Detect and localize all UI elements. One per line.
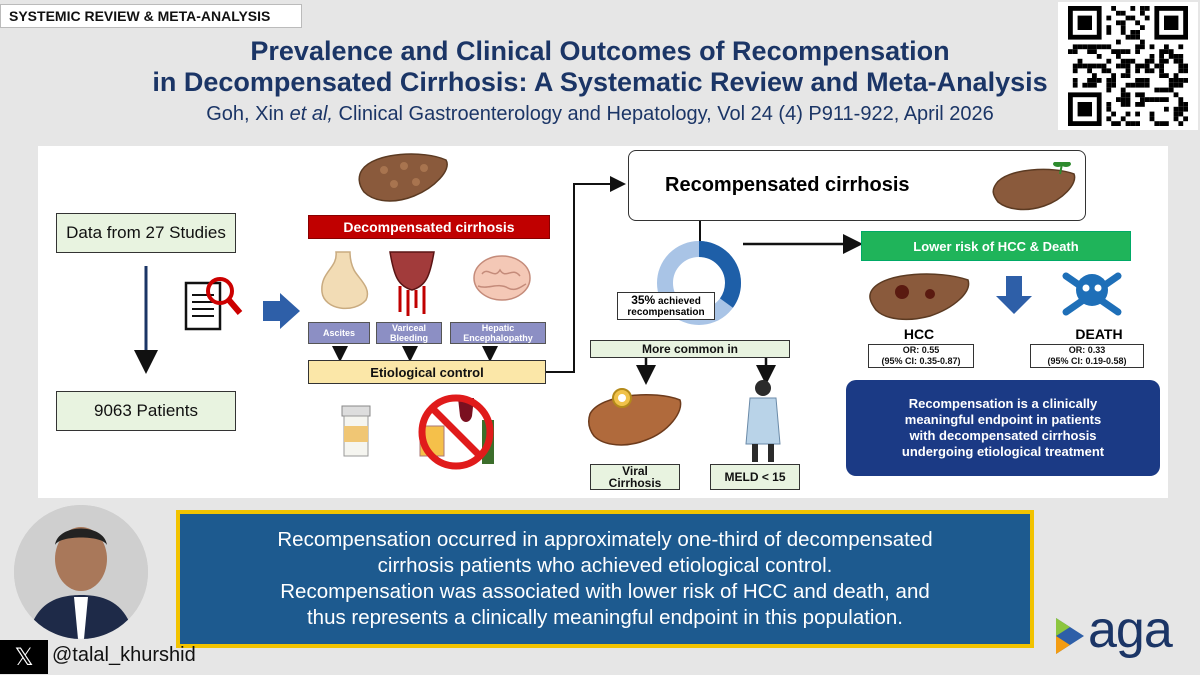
author-portrait [14, 505, 148, 639]
variceal-line-2: Bleeding [389, 333, 428, 343]
no-alcohol-icon [418, 394, 494, 470]
brain-icon [473, 255, 531, 301]
conclusion-line-3: with decompensated cirrhosis [909, 428, 1097, 443]
hepatic-line-1: Hepatic [481, 323, 515, 333]
citation-journal: Clinical Gastroenterology and Hepatology… [332, 103, 994, 125]
achieved-word: achieved [655, 295, 701, 307]
patients-box: 9063 Patients [56, 391, 236, 431]
hcc-or-value: OR: 0.55 [902, 345, 940, 355]
hcc-liver-icon [869, 273, 970, 321]
x-logo-icon[interactable]: 𝕏 [0, 640, 48, 674]
healing-liver-icon [992, 162, 1076, 211]
death-odds-ratio: OR: 0.33(95% CI: 0.19-0.58) [1030, 344, 1144, 368]
title-line-1: Prevalence and Clinical Outcomes of Reco… [250, 36, 950, 66]
qr-code-icon [1068, 6, 1188, 126]
meld-box: MELD < 15 [710, 464, 800, 490]
connector-arrows [134, 176, 1032, 385]
etiological-control-box: Etiological control [308, 360, 546, 384]
recompensated-title: Recompensated cirrhosis [665, 174, 910, 196]
conclusion-line-1: Recompensation is a clinically [908, 396, 1098, 411]
hcc-label: HCC [903, 326, 935, 342]
achieved-pct: 35% [631, 292, 656, 307]
viral-liver-icon [588, 388, 682, 446]
decompensated-header: Decompensated cirrhosis [308, 215, 550, 239]
studies-box: Data from 27 Studies [56, 213, 236, 253]
more-common-box: More common in [590, 340, 790, 358]
conclusion-box: Recompensation is a clinically meaningfu… [846, 380, 1160, 476]
death-label: DEATH [1075, 326, 1123, 342]
summary-box: Recompensation occurred in approximately… [176, 510, 1034, 648]
esophagus-icon [389, 251, 435, 316]
donut-achieved-arc [657, 241, 741, 325]
author-photo [14, 505, 148, 639]
viral-line-1: Viral [622, 464, 648, 478]
infographic-panel: Data from 27 Studies 9063 Patients Decom… [38, 146, 1168, 498]
achieved-label: 35% achieved recompensation [617, 292, 715, 320]
patient-icon [745, 380, 781, 462]
achieved-line-2: recompensation [627, 306, 705, 318]
death-ci-value: (95% CI: 0.19-0.58) [1047, 356, 1127, 366]
variceal-line-1: Variceal [391, 323, 427, 333]
citation-author: Goh, Xin [206, 103, 290, 125]
stomach-icon [321, 251, 369, 310]
qr-code[interactable] [1058, 2, 1198, 130]
conclusion-line-4: undergoing etiological treatment [901, 444, 1105, 459]
liver-icon [358, 153, 448, 202]
citation-etal: et al, [289, 103, 333, 125]
document-search-icon [184, 277, 243, 331]
summary-line-2: cirrhosis patients who achieved etiologi… [377, 554, 833, 577]
death-or-value: OR: 0.33 [1068, 345, 1106, 355]
pill-bottle-icon [341, 405, 371, 457]
hepatic-line-2: Encephalopathy [463, 333, 533, 343]
achieved-line-1: 35% achieved [631, 292, 701, 307]
summary-line-4: thus represents a clinically meaningful … [306, 606, 903, 629]
aga-logo-text: aga [1088, 601, 1173, 659]
hcc-ci-value: (95% CI: 0.35-0.87) [881, 356, 961, 366]
citation: Goh, Xin et al, Clinical Gastroenterolog… [0, 103, 1200, 126]
lower-risk-header: Lower risk of HCC & Death [861, 231, 1131, 261]
summary-line-3: Recompensation was associated with lower… [280, 580, 930, 603]
title-line-2: in Decompensated Cirrhosis: A Systematic… [152, 67, 1048, 97]
viral-line-2: Cirrhosis [608, 476, 662, 490]
summary-line-1: Recompensation occurred in approximately… [277, 528, 933, 551]
conclusion-line-2: meaningful endpoint in patients [904, 412, 1102, 427]
ascites-label: Ascites [308, 322, 370, 344]
article-type-tag: SYSTEMIC REVIEW & META-ANALYSIS [0, 4, 302, 28]
hcc-odds-ratio: OR: 0.55(95% CI: 0.35-0.87) [868, 344, 974, 368]
aga-logo-icon [1056, 618, 1084, 654]
twitter-handle[interactable]: @talal_khurshid [52, 644, 196, 666]
skull-crossbones-icon [1062, 272, 1122, 316]
